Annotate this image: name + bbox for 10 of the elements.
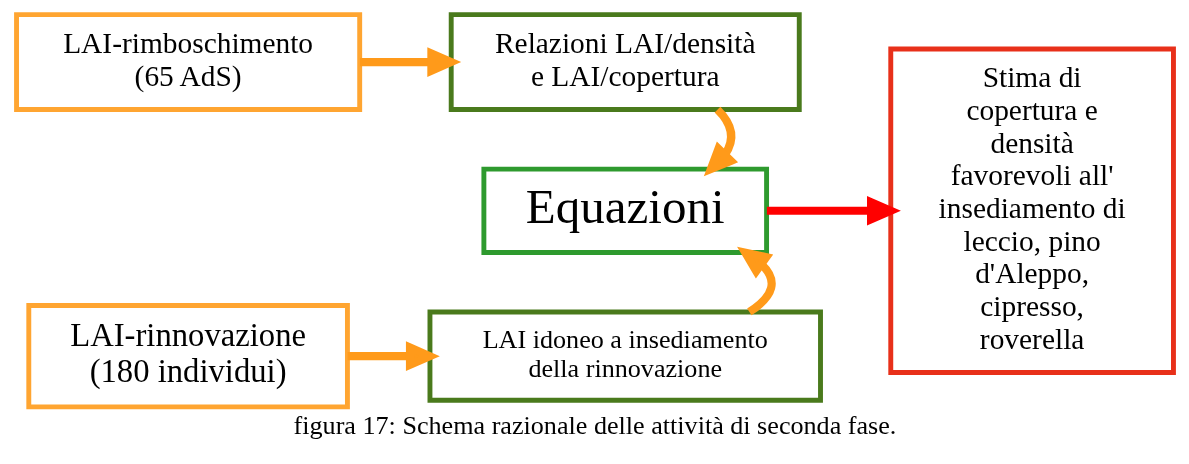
node-box: LAI-rimboschimento (65 AdS) <box>13 12 362 112</box>
node-box: Stima di copertura e densità favorevoli all' insediamento di leccio, pino d'Aleppo, cipresso, roverella <box>887 46 1176 375</box>
node-box: LAI idoneo a insediamento della rinnovazione <box>427 309 823 403</box>
arrow <box>359 47 461 77</box>
caption: figura 17: Schema razionale delle attività di seconda fase. <box>293 411 896 441</box>
node-box: Relazioni LAI/densità e LAI/copertura <box>448 12 802 112</box>
arrow <box>766 195 901 226</box>
node-box: Equazioni <box>480 166 769 255</box>
node-box: LAI-rinnovazione (180 individui) <box>25 303 350 410</box>
arrow <box>347 341 440 371</box>
